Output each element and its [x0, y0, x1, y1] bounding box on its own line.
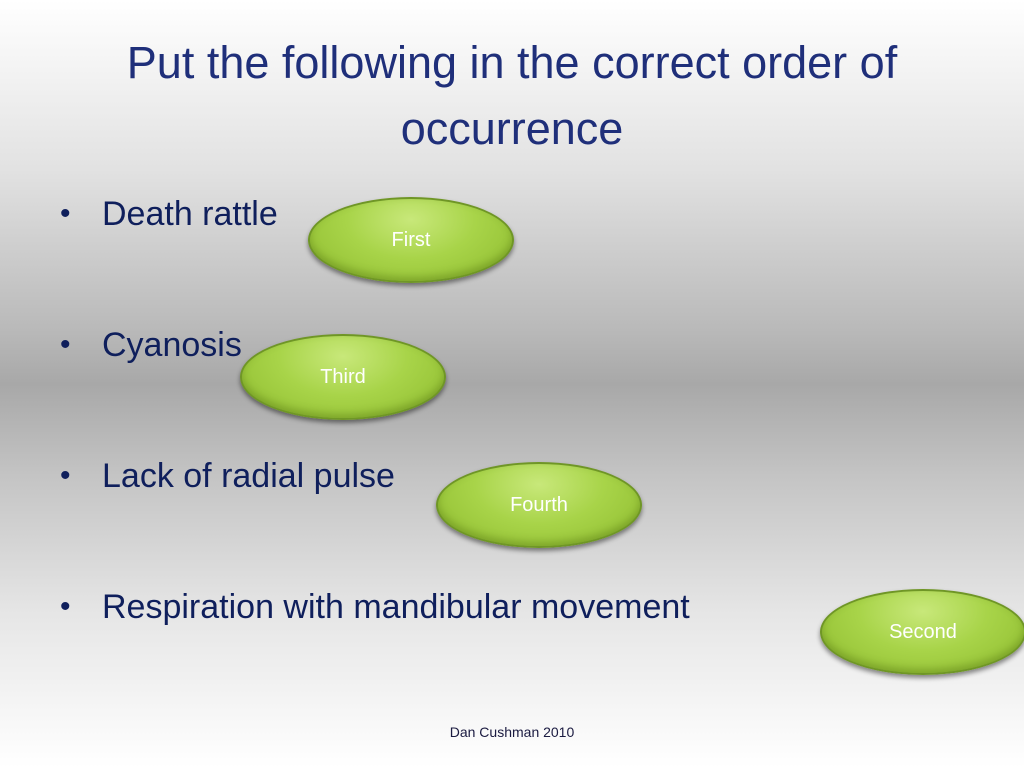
- answer-fourth-button[interactable]: Fourth: [436, 462, 642, 548]
- slide-title: Put the following in the correct order o…: [126, 37, 898, 154]
- bullet-text: Death rattle: [102, 195, 278, 233]
- bullet-marker: •: [60, 197, 71, 230]
- bullet-marker: •: [60, 328, 71, 361]
- answer-third-button[interactable]: Third: [240, 334, 446, 420]
- bullet-marker: •: [60, 459, 71, 492]
- bullet-text: Respiration with mandibular movement: [102, 588, 690, 626]
- footer-credit: Dan Cushman 2010: [449, 724, 575, 740]
- answer-second-button[interactable]: Second: [820, 589, 1024, 675]
- bullet-text: Cyanosis: [102, 326, 242, 364]
- bullet-marker: •: [60, 590, 71, 623]
- bullet-text: Lack of radial pulse: [102, 457, 395, 495]
- answer-first-button[interactable]: First: [308, 197, 514, 283]
